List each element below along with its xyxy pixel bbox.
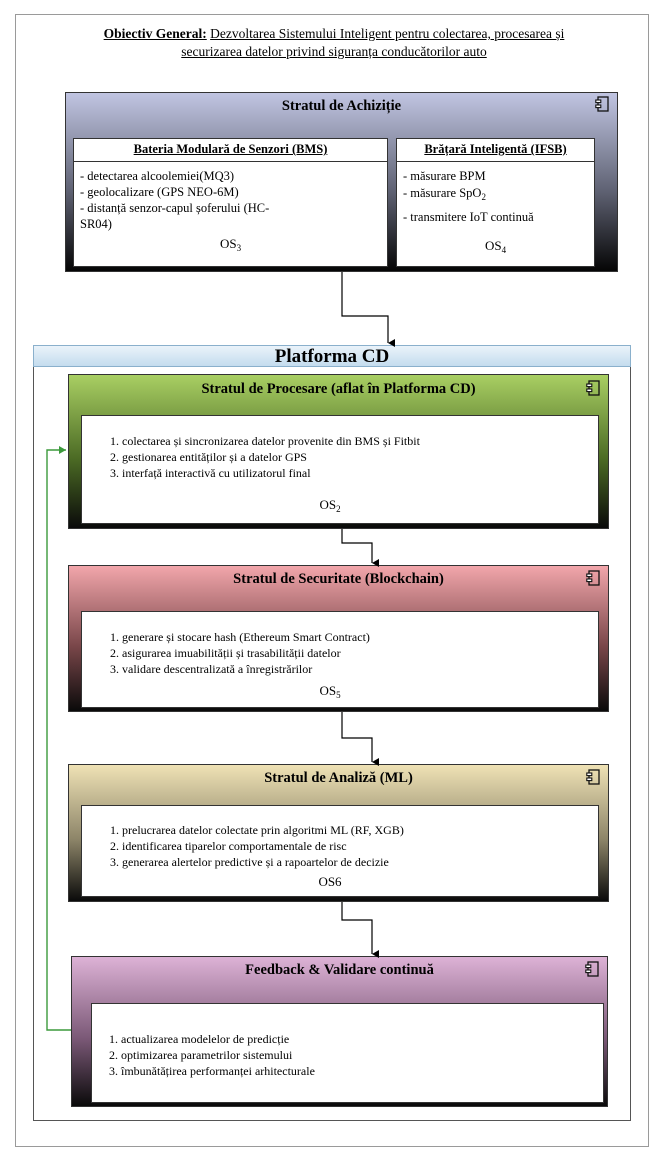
feedback-content: 1. actualizarea modelelor de predicție 2… xyxy=(91,1003,604,1103)
bms-item-distance: - distanță senzor-capul șoferului (HC- xyxy=(80,201,270,215)
security-content: 1. generare și stocare hash (Ethereum Sm… xyxy=(81,611,599,708)
ifsb-title: Brățară Inteligentă (IFSB) xyxy=(424,142,567,156)
platform-container xyxy=(33,367,631,1121)
analysis-content: 1. prelucrarea datelor colectate prin al… xyxy=(81,805,599,897)
ifsb-os-label: OS4 xyxy=(484,238,507,255)
security-list: 1. generare și stocare hash (Ethereum Sm… xyxy=(82,612,598,677)
security-os-label: OS5 xyxy=(319,683,341,700)
ifsb-item-iot: - transmitere IoT continuă xyxy=(403,210,534,224)
objective-title: Obiectiv General: Dezvoltarea Sistemului… xyxy=(25,25,643,61)
objective-text-line2: securizarea datelor privind siguranța co… xyxy=(181,44,487,59)
feedback-list: 1. actualizarea modelelor de predicție 2… xyxy=(92,1004,603,1079)
feedback-item-3: 3. îmbunătățirea performanței arhitectur… xyxy=(109,1064,315,1078)
bms-title: Bateria Modulară de Senzori (BMS) xyxy=(133,142,328,156)
component-icon xyxy=(586,570,600,586)
analysis-list: 1. prelucrarea datelor colectate prin al… xyxy=(82,806,598,870)
processing-layer: Stratul de Procesare (aflat în Platforma… xyxy=(68,374,609,529)
component-icon xyxy=(586,769,600,785)
feedback-layer-title: Feedback & Validare continuă xyxy=(245,962,434,978)
processing-item-2: 2. gestionarea entităților și a datelor … xyxy=(110,450,307,464)
analysis-layer: Stratul de Analiză (ML) 1. prelucrarea d… xyxy=(68,764,609,902)
feedback-item-2: 2. optimizarea parametrilor sistemului xyxy=(109,1048,293,1062)
processing-content: 1. colectarea și sincronizarea datelor p… xyxy=(81,415,599,524)
bms-item-alcohol: - detectarea alcoolemiei(MQ3) xyxy=(80,169,235,183)
processing-item-3: 3. interfață interactivă cu utilizatorul… xyxy=(110,466,311,480)
feedback-layer: Feedback & Validare continuă 1. actualiz… xyxy=(71,956,608,1107)
security-item-1: 1. generare și stocare hash (Ethereum Sm… xyxy=(110,630,370,644)
security-item-3: 3. validare descentralizată a înregistră… xyxy=(110,662,313,676)
security-layer: Stratul de Securitate (Blockchain) 1. ge… xyxy=(68,565,609,712)
processing-layer-title: Stratul de Procesare (aflat în Platforma… xyxy=(201,381,476,397)
component-icon xyxy=(586,380,600,396)
objective-text-line1: Dezvoltarea Sistemului Inteligent pentru… xyxy=(210,26,565,41)
component-icon xyxy=(595,96,609,112)
ifsb-item-bpm: - măsurare BPM xyxy=(403,169,486,183)
ifsb-box: Brățară Inteligentă (IFSB) - măsurare BP… xyxy=(396,138,595,267)
bms-list: - detectarea alcoolemiei(MQ3) - geolocal… xyxy=(74,162,387,232)
analysis-item-2: 2. identificarea tiparelor comportamenta… xyxy=(110,839,347,853)
analysis-os-label: OS6 xyxy=(318,874,342,889)
ifsb-item-spo2: - măsurare SpO2 xyxy=(403,186,486,202)
bms-divider xyxy=(74,161,387,162)
security-item-2: 2. asigurarea imuabilității și trasabili… xyxy=(110,646,341,660)
ifsb-list: - măsurare BPM - măsurare SpO2 - transmi… xyxy=(397,162,594,226)
analysis-item-1: 1. prelucrarea datelor colectate prin al… xyxy=(110,823,404,837)
processing-os-label: OS2 xyxy=(319,497,341,514)
diagram-frame xyxy=(15,14,649,1147)
component-icon xyxy=(585,961,599,977)
processing-list: 1. colectarea și sincronizarea datelor p… xyxy=(82,416,598,481)
acquisition-layer-title: Stratul de Achiziție xyxy=(281,98,402,114)
bms-box: Bateria Modulară de Senzori (BMS) - dete… xyxy=(73,138,388,267)
platform-header: Platforma CD xyxy=(33,345,631,367)
ifsb-divider xyxy=(397,161,594,162)
feedback-item-1: 1. actualizarea modelelor de predicție xyxy=(109,1032,290,1046)
bms-item-gps: - geolocalizare (GPS NEO-6M) xyxy=(80,185,239,199)
objective-label: Obiectiv General: xyxy=(103,26,207,41)
security-layer-title: Stratul de Securitate (Blockchain) xyxy=(233,571,444,587)
analysis-item-3: 3. generarea alertelor predictive și a r… xyxy=(110,855,389,869)
analysis-layer-title: Stratul de Analiză (ML) xyxy=(264,770,413,786)
acquisition-layer: Stratul de Achiziție Bateria Modulară de… xyxy=(65,92,618,272)
processing-item-1: 1. colectarea și sincronizarea datelor p… xyxy=(110,434,420,448)
bms-os-label: OS3 xyxy=(219,236,242,253)
bms-item-distance-cont: SR04) xyxy=(80,217,112,231)
